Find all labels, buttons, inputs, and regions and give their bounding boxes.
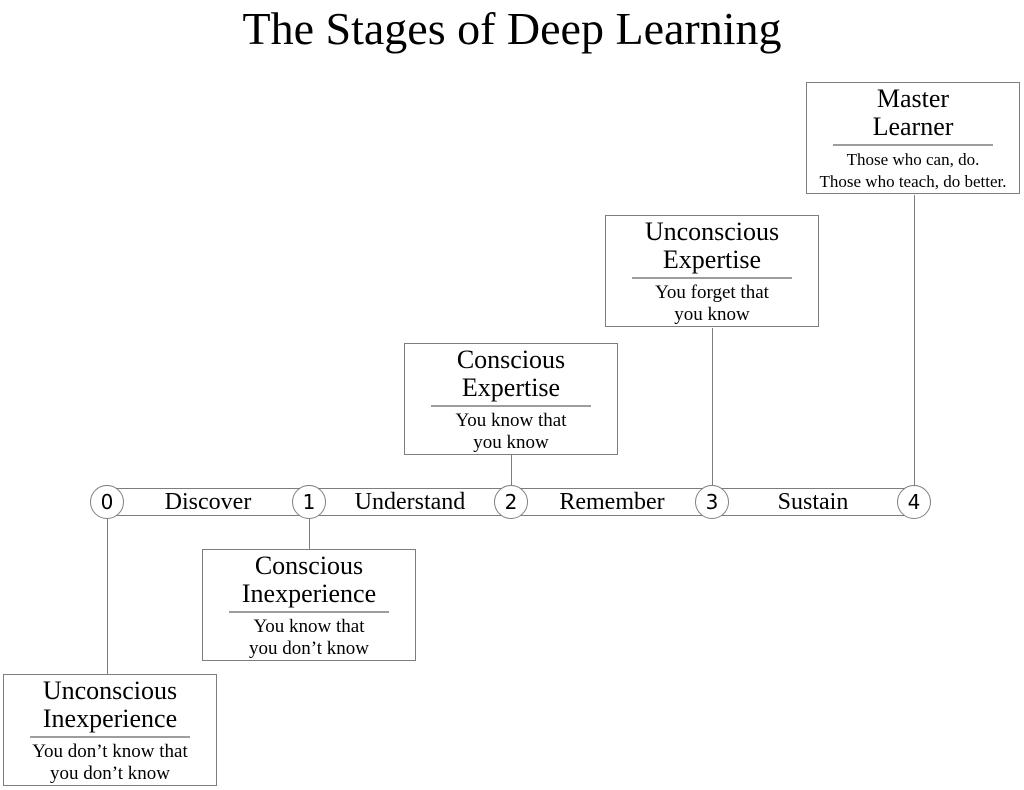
stage-box-conscious-expertise: Conscious Expertise You know that you kn… [404,343,618,455]
stage-title-line2: Learner [872,112,954,141]
stage-title-line1: Conscious [456,345,566,374]
divider-rule [30,736,190,738]
stage-title-line2: Expertise [461,373,561,402]
divider-rule [229,611,389,613]
stage-title-line2: Inexperience [241,579,377,608]
stage-desc-line2: Those who teach, do better. [819,172,1007,191]
timeline-node-2: 2 [494,485,528,519]
segment-label-understand: Understand [354,489,466,515]
node-1-label: 1 [302,490,316,514]
node-4-label: 4 [907,490,921,514]
stage-title-line2: Inexperience [42,704,178,733]
stage-desc-line1: You don’t know that [32,741,188,762]
connector-node0 [107,519,108,675]
timeline-node-3: 3 [695,485,729,519]
node-3-label: 3 [705,490,719,514]
stage-box-unconscious-inexperience: Unconscious Inexperience You don’t know … [3,674,217,786]
stage-box-conscious-inexperience: Conscious Inexperience You know that you… [202,549,416,661]
stage-desc-line1: Those who can, do. [846,150,980,169]
stage-title-line1: Unconscious [644,217,780,246]
connector-node4 [914,195,915,486]
segment-label-sustain: Sustain [777,489,849,515]
stage-desc-line1: You know that [455,410,567,431]
segment-label-discover: Discover [164,489,252,515]
connector-node2 [511,455,512,486]
stage-desc-line2: you know [674,304,750,325]
stage-title-line1: Conscious [254,551,364,580]
stage-title-line2: Expertise [662,245,762,274]
stage-box-unconscious-expertise: Unconscious Expertise You forget that yo… [605,215,819,327]
stage-box-master-learner: Master Learner Those who can, do. Those … [806,82,1020,194]
stage-desc-line2: you don’t know [50,763,170,784]
divider-rule [431,405,591,407]
timeline-node-0: 0 [90,485,124,519]
timeline-node-1: 1 [292,485,326,519]
stage-title-line1: Unconscious [42,676,178,705]
timeline-node-4: 4 [897,485,931,519]
stage-desc-line1: You know that [253,616,365,637]
divider-rule [632,277,792,279]
stage-title-line1: Master [876,84,950,113]
stage-desc-line2: you don’t know [249,638,369,659]
node-2-label: 2 [504,490,518,514]
segment-label-remember: Remember [559,489,665,515]
divider-rule [833,144,993,146]
stage-desc-line1: You forget that [655,282,769,303]
node-0-label: 0 [100,490,114,514]
connector-node3 [712,328,713,486]
connector-node1 [309,519,310,550]
page-title: The Stages of Deep Learning [242,3,782,54]
stage-desc-line2: you know [473,432,549,453]
